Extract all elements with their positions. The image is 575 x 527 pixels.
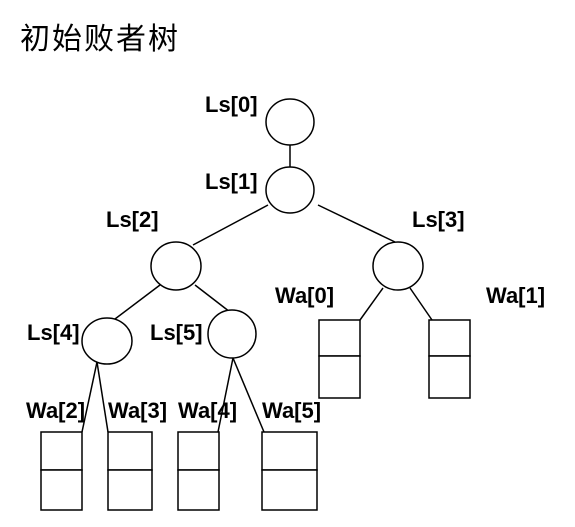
label-ls4: Ls[4] <box>27 320 80 345</box>
edge-ls4-wa2 <box>81 361 98 433</box>
edge-ls3-wa0 <box>359 287 384 321</box>
label-ls0: Ls[0] <box>205 92 258 117</box>
node-ls3 <box>372 241 424 291</box>
label-ls3: Ls[3] <box>412 207 465 232</box>
edge-ls1-ls2 <box>192 204 269 246</box>
node-ls4 <box>81 317 133 365</box>
leaf-box-wa2 <box>40 431 83 511</box>
label-wa4: Wa[4] <box>178 398 237 423</box>
label-wa3: Wa[3] <box>108 398 167 423</box>
label-ls5: Ls[5] <box>150 320 203 345</box>
edge-ls3-wa1 <box>409 287 433 321</box>
page-title: 初始败者树 <box>20 22 180 57</box>
label-wa5: Wa[5] <box>262 398 321 423</box>
node-ls0 <box>265 98 315 146</box>
leaf-box-wa1 <box>428 319 471 399</box>
label-wa1: Wa[1] <box>486 283 545 308</box>
node-ls1 <box>265 166 315 214</box>
loser-labels: Ls[0] Ls[1] Ls[2] Ls[3] Ls[4] Ls[5] <box>27 92 465 345</box>
leaf-labels: Wa[0] Wa[1] Wa[2] Wa[3] Wa[4] Wa[5] <box>26 283 545 423</box>
edge-ls2-ls5 <box>194 284 231 313</box>
leaf-boxes <box>40 319 471 511</box>
edge-ls1-ls3 <box>317 204 396 243</box>
tree-edges <box>81 145 433 433</box>
edge-ls2-ls4 <box>106 284 161 326</box>
loser-nodes <box>81 98 424 365</box>
leaf-box-wa0 <box>318 319 361 399</box>
edge-ls5-wa5 <box>232 357 265 433</box>
node-ls5 <box>207 309 257 359</box>
leaf-box-wa3 <box>107 431 153 511</box>
leaf-box-wa5 <box>261 431 318 511</box>
label-ls1: Ls[1] <box>205 169 258 194</box>
leaf-box-wa4 <box>177 431 220 511</box>
edge-ls5-wa4 <box>217 357 234 433</box>
edge-ls4-wa3 <box>96 361 109 433</box>
label-ls2: Ls[2] <box>106 207 159 232</box>
node-ls2 <box>150 241 202 291</box>
label-wa2: Wa[2] <box>26 398 85 423</box>
label-wa0: Wa[0] <box>275 283 334 308</box>
